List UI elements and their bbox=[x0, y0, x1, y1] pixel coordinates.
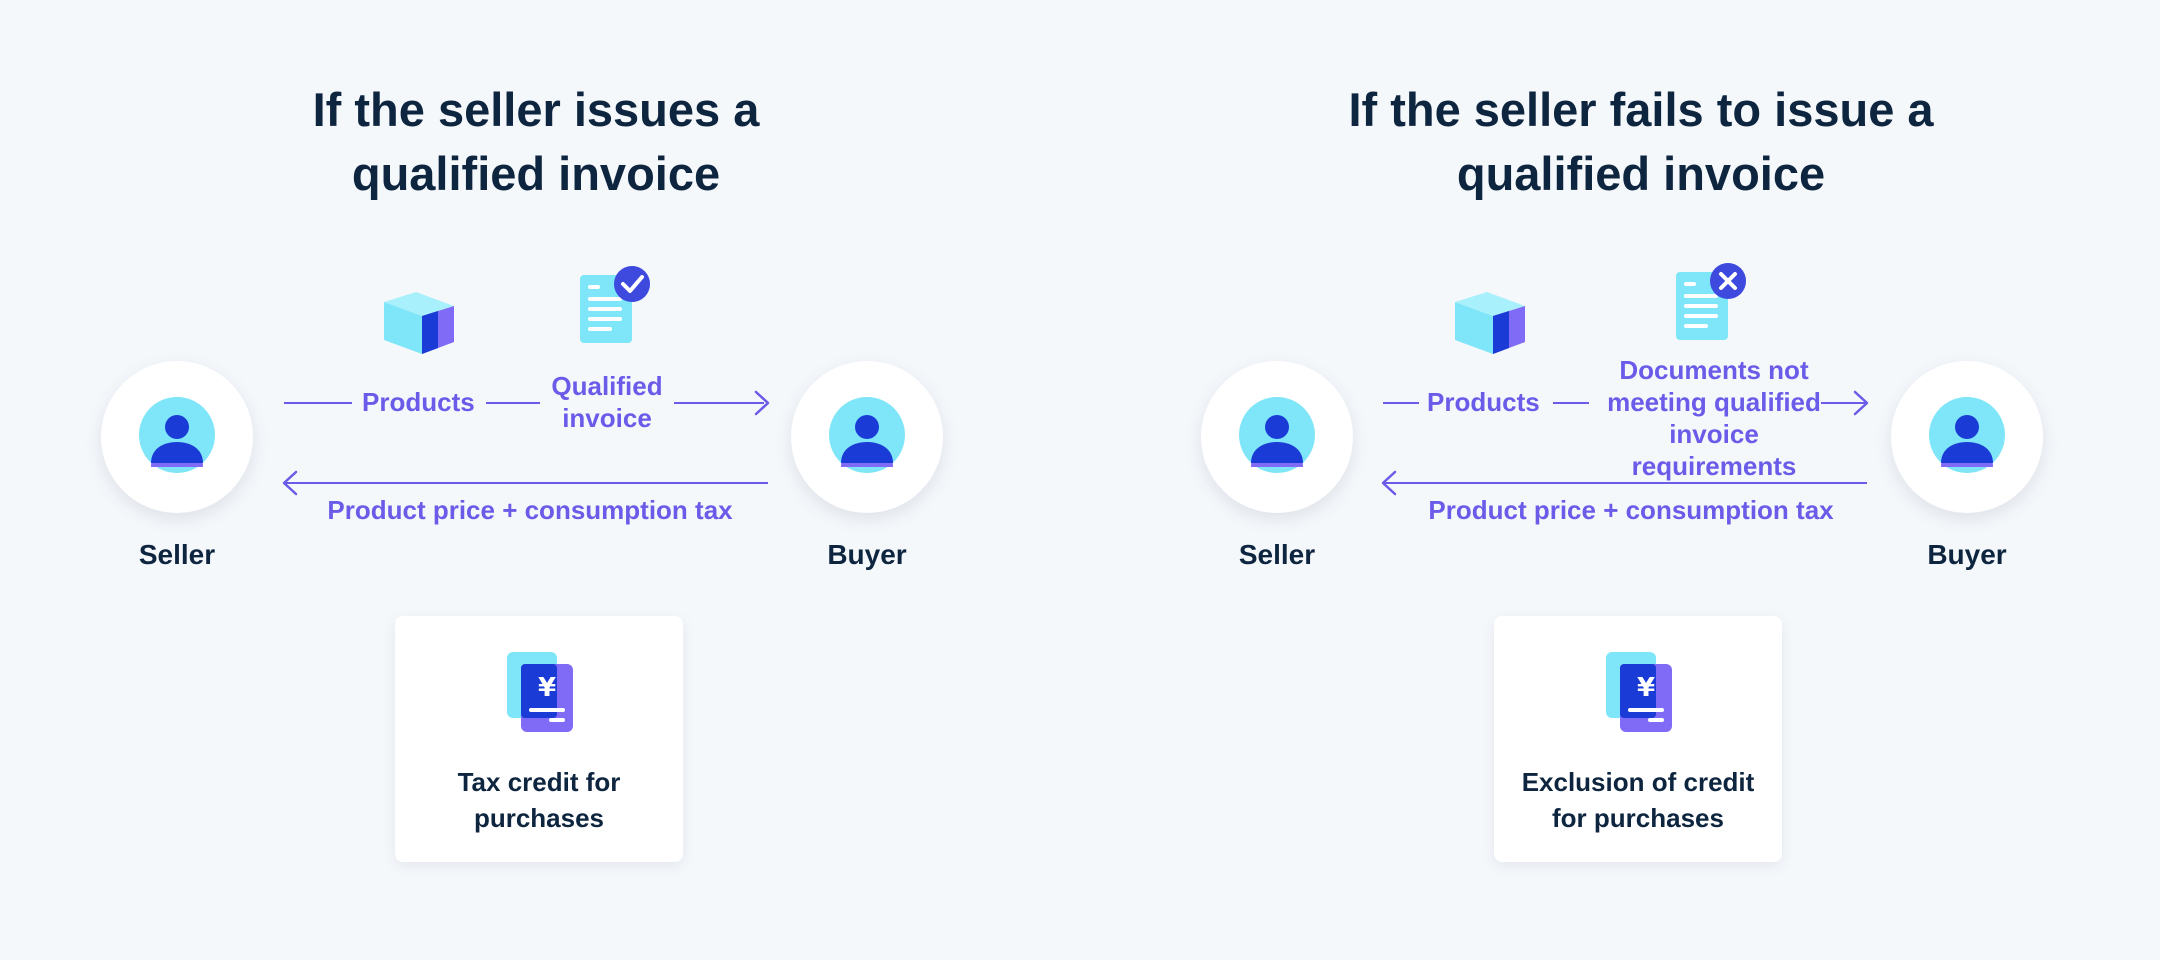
outcome-card: ¥ Tax credit for purchases bbox=[395, 616, 683, 862]
non-qualified-documents-label: Documents not meeting qualified invoice … bbox=[1589, 354, 1839, 482]
seller-label: Seller bbox=[138, 539, 216, 570]
seller-label: Seller bbox=[1238, 539, 1316, 570]
document-line-2: meeting qualified bbox=[1607, 387, 1821, 417]
panel-qualified: If the seller issues a qualified invoice bbox=[0, 78, 1076, 862]
person-icon bbox=[139, 397, 215, 473]
arrow-left-icon bbox=[282, 470, 298, 496]
person-icon bbox=[1239, 397, 1315, 473]
title-line-2: qualified invoice bbox=[1456, 147, 1826, 200]
flow-line bbox=[1553, 402, 1589, 404]
payment-label: Product price + consumption tax bbox=[327, 495, 733, 525]
document-line-2: invoice bbox=[562, 403, 652, 433]
title-line-2: qualified invoice bbox=[351, 147, 721, 200]
invoice-cross-icon bbox=[1676, 263, 1746, 340]
flow-line bbox=[1821, 402, 1865, 404]
payment-line bbox=[1383, 482, 1867, 484]
document-line-3: invoice requirements bbox=[1631, 419, 1797, 481]
qualified-invoice-label: Qualified invoice bbox=[540, 370, 674, 434]
yen-document-icon: ¥ bbox=[1606, 652, 1672, 732]
svg-text:¥: ¥ bbox=[538, 673, 556, 703]
buyer-label: Buyer bbox=[1927, 539, 2007, 570]
seller-avatar bbox=[1201, 361, 1353, 513]
seller-avatar bbox=[101, 361, 253, 513]
card-text: Exclusion of credit for purchases bbox=[1494, 764, 1782, 836]
card-line-2: for purchases bbox=[1552, 803, 1724, 833]
buyer-avatar bbox=[791, 361, 943, 513]
invoice-check-icon bbox=[580, 266, 650, 343]
panel-title: If the seller issues a qualified invoice bbox=[0, 78, 1076, 206]
card-line-1: Exclusion of credit bbox=[1521, 767, 1755, 797]
flow-line bbox=[486, 402, 540, 404]
products-label: Products bbox=[362, 387, 475, 417]
svg-text:¥: ¥ bbox=[1637, 673, 1655, 703]
card-line-2: purchases bbox=[473, 803, 605, 833]
outcome-card: ¥ Exclusion of credit for purchases bbox=[1494, 616, 1782, 862]
flow-line bbox=[284, 402, 352, 404]
product-box-icon bbox=[1455, 292, 1525, 354]
flow-line bbox=[674, 402, 764, 404]
payment-label: Product price + consumption tax bbox=[1428, 495, 1834, 525]
payment-line bbox=[284, 482, 768, 484]
arrow-left-icon bbox=[1381, 470, 1397, 496]
title-line-1: If the seller fails to issue a bbox=[1348, 83, 1934, 136]
card-text: Tax credit for purchases bbox=[395, 764, 683, 836]
flow-line bbox=[1383, 402, 1419, 404]
person-icon bbox=[1929, 397, 2005, 473]
panel-unqualified: If the seller fails to issue a qualified… bbox=[1101, 0, 2160, 960]
products-label: Products bbox=[1427, 387, 1540, 417]
person-icon bbox=[829, 397, 905, 473]
document-line-1: Qualified bbox=[551, 371, 663, 401]
yen-document-icon: ¥ bbox=[507, 652, 573, 732]
title-line-1: If the seller issues a bbox=[312, 83, 760, 136]
arrow-right-icon bbox=[1853, 390, 1869, 416]
card-line-1: Tax credit for bbox=[457, 767, 621, 797]
arrow-right-icon bbox=[754, 390, 770, 416]
product-box-icon bbox=[384, 292, 454, 354]
document-line-1: Documents not bbox=[1619, 355, 1809, 385]
buyer-avatar bbox=[1891, 361, 2043, 513]
panel-title: If the seller fails to issue a qualified… bbox=[1101, 78, 2160, 206]
buyer-label: Buyer bbox=[827, 539, 907, 570]
